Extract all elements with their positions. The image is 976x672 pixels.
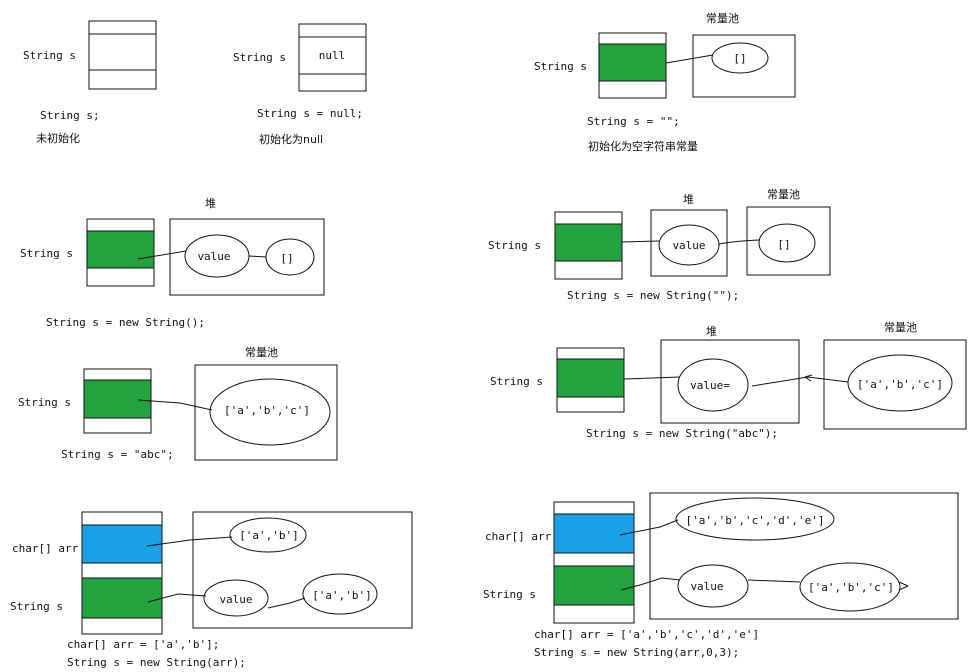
d8-arr-var-label: char[] arr (12, 542, 79, 555)
d8-code-arr: char[] arr = ['a','b']; (67, 638, 220, 651)
d7-var-label: String s (490, 375, 543, 388)
d4-reference-arrow (137, 250, 187, 260)
d6-constant-pool (194, 364, 338, 461)
d8-string-var-label: String s (10, 600, 63, 613)
d6-var-cell (83, 379, 152, 419)
d9-stack-frame (553, 501, 635, 624)
d5-var-cell (554, 223, 623, 262)
d9-arr-cell (553, 513, 635, 554)
d3-code: String s = ""; (587, 115, 680, 128)
d5-pool-title: 常量池 (767, 188, 800, 201)
d9-string-cell (553, 565, 635, 606)
d7-value-arrow (751, 376, 849, 387)
d1-stack-frame (88, 20, 157, 90)
d8-arr-cell (81, 524, 163, 564)
d7-heap-title: 堆 (706, 325, 717, 338)
d9-value-arrow (747, 579, 801, 583)
d9-code-arr: char[] arr = ['a','b','c','d','e'] (534, 628, 760, 641)
d7-pool-string-text: ['a','b','c'] (857, 378, 943, 391)
d5-code: String s = new String(""); (567, 289, 740, 302)
d5-value-field (658, 224, 720, 266)
d5-var-label: String s (488, 239, 541, 252)
d9-arr-var-label: char[] arr (485, 530, 552, 543)
d2-null-value: null (319, 49, 346, 62)
d2-note: 初始化为null (259, 133, 324, 146)
d1-var-label: String s (23, 49, 76, 62)
d9-arr-object-text: ['a','b','c','d','e'] (685, 514, 824, 527)
d3-var-cell (598, 43, 667, 82)
d2-stack-frame (298, 23, 367, 92)
d7-reference-arrow (623, 376, 681, 380)
d3-pool-string-text: [] (733, 52, 746, 65)
d6-pool-string (209, 378, 331, 446)
d6-var-label: String s (18, 396, 71, 409)
d3-pool-string (711, 42, 769, 74)
d7-value-field (677, 358, 749, 412)
d9-string-reference-arrow (620, 577, 681, 591)
d8-arr-reference-arrow (146, 536, 233, 547)
d8-arr-object-text: ['a','b'] (239, 529, 299, 542)
d6-code: String s = "abc"; (61, 448, 174, 461)
d4-heap-title: 堆 (205, 197, 216, 210)
d9-heap (649, 492, 959, 620)
d8-value-field (203, 579, 269, 617)
d7-value-label: value= (690, 379, 730, 392)
d5-pool-string-text: [] (777, 238, 790, 251)
d9-code-string: String s = new String(arr,0,3); (534, 646, 740, 659)
d6-pool-title: 常量池 (245, 346, 278, 359)
d4-value-arrow (248, 255, 267, 258)
d9-copy-array (799, 562, 901, 612)
d7-var-cell (556, 358, 625, 398)
d8-string-reference-arrow (147, 593, 207, 603)
d8-copy-array (302, 573, 378, 615)
d3-var-label: String s (534, 60, 587, 73)
d4-code: String s = new String(); (46, 316, 205, 329)
d8-heap (192, 511, 413, 629)
d8-copy-array-text: ['a','b'] (312, 589, 372, 602)
d2-code: String s = null; (257, 107, 363, 120)
d3-pool-title: 常量池 (706, 12, 739, 25)
d3-reference-arrow (665, 54, 714, 64)
d8-code-string: String s = new String(arr); (67, 656, 246, 669)
d4-var-cell (86, 230, 155, 269)
d1-note: 未初始化 (36, 132, 80, 145)
d9-string-var-label: String s (483, 588, 536, 601)
d9-copy-array-text: ['a','b','c'] (808, 581, 894, 594)
d8-value-label: value (219, 593, 252, 606)
d4-array-text: [] (280, 252, 293, 265)
d7-constant-pool (823, 339, 967, 430)
d5-reference-arrow (621, 240, 660, 243)
d4-value-field (184, 234, 250, 278)
d8-arr-object (229, 517, 307, 553)
d4-value-label: value (197, 250, 230, 263)
d7-heap (660, 339, 800, 424)
d9-arr-reference-arrow (619, 519, 679, 536)
d7-pool-string (847, 354, 953, 412)
d9-arr-object (675, 497, 835, 541)
d8-stack-frame (81, 511, 163, 635)
d9-value-field (677, 564, 749, 608)
d4-var-label: String s (20, 247, 73, 260)
d3-note: 初始化为空字符串常量 (588, 140, 698, 153)
d7-code: String s = new String("abc"); (586, 427, 779, 440)
d4-heap (169, 218, 325, 296)
d8-value-arrow (267, 597, 306, 609)
d2-var-label: String s (233, 51, 286, 64)
d7-pool-title: 常量池 (884, 321, 917, 334)
d6-pool-string-text: ['a','b','c'] (224, 404, 310, 417)
d8-string-cell (81, 577, 163, 619)
d5-value-arrow (718, 239, 761, 245)
d5-value-label: value (672, 239, 705, 252)
d3-constant-pool (692, 34, 796, 98)
d6-reference-arrow (137, 399, 213, 411)
d9-value-label: value (690, 580, 723, 593)
d1-code: String s; (40, 109, 100, 122)
d5-pool-string (758, 223, 816, 263)
d5-heap-title: 堆 (683, 193, 694, 206)
